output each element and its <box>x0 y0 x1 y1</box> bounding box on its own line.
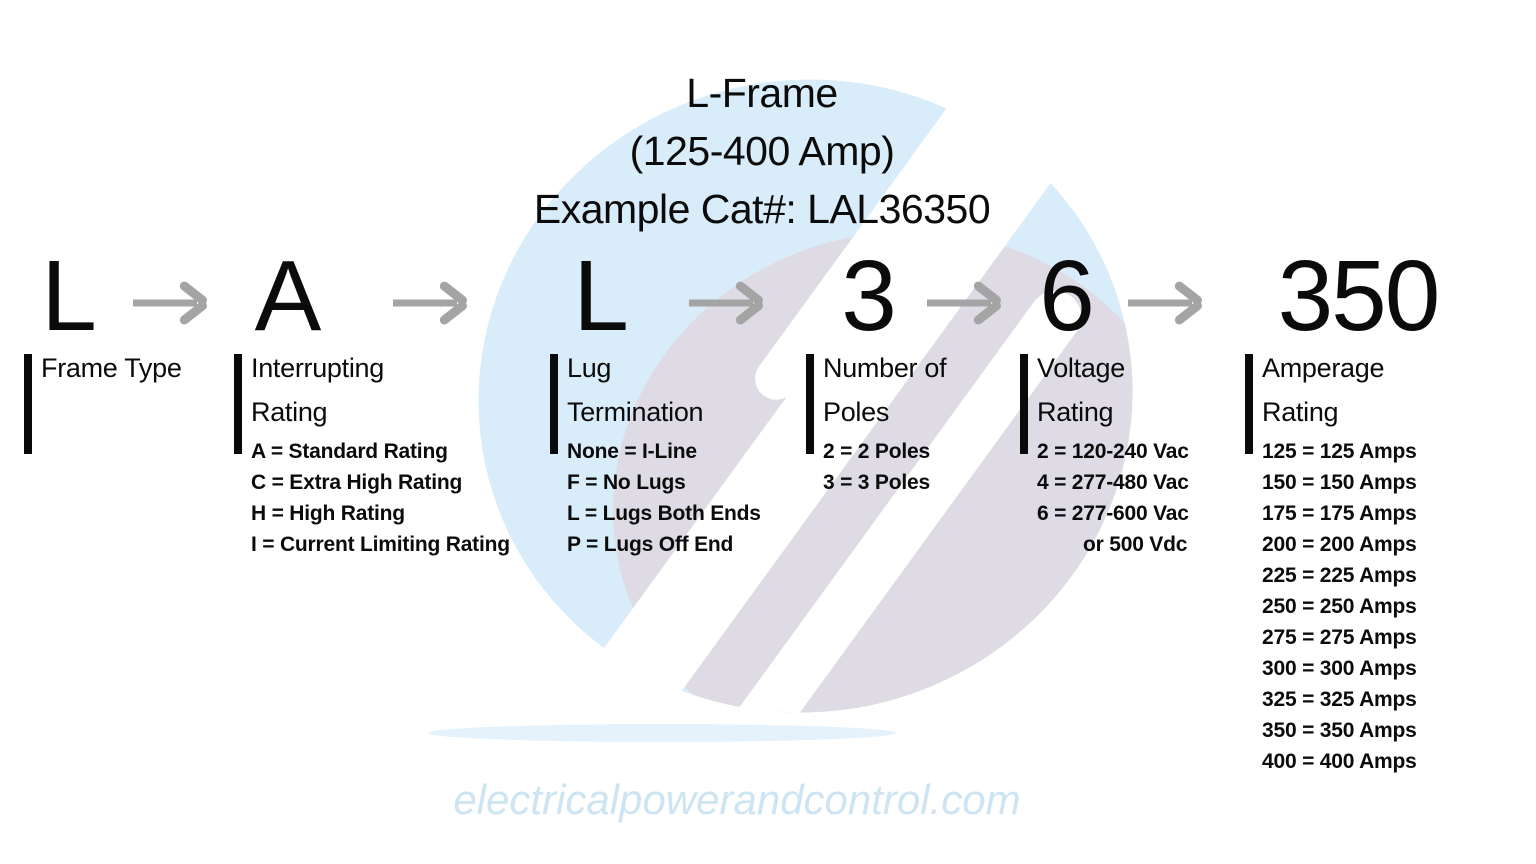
legend-item: H = High Rating <box>251 502 405 525</box>
code-letter-frame-type: L <box>41 240 97 352</box>
section-divider-bar <box>24 354 32 454</box>
legend-item: 125 = 125 Amps <box>1262 440 1417 463</box>
title-example-cat: Example Cat#: LAL36350 <box>533 186 991 232</box>
section-number-of-poles: Number of Poles 2 = 2 Poles 3 = 3 Poles <box>806 346 947 498</box>
section-header: Voltage <box>1037 353 1125 383</box>
section-header: Rating <box>251 397 328 427</box>
legend-item: A = Standard Rating <box>251 440 448 463</box>
section-lug-termination: Lug Termination None = I-Line F = No Lug… <box>550 346 761 560</box>
section-divider-bar <box>234 354 242 454</box>
arrow-right-icon <box>689 279 765 327</box>
section-header: Number of <box>823 353 947 383</box>
legend-item: 275 = 275 Amps <box>1262 626 1417 649</box>
arrow-right-icon <box>133 279 209 327</box>
title-amp-range: (125-400 Amp) <box>629 128 895 174</box>
section-header: Frame Type <box>41 353 182 383</box>
arrow-right-icon <box>1128 279 1204 327</box>
legend-item: 150 = 150 Amps <box>1262 471 1417 494</box>
section-interrupting-rating: Interrupting Rating A = Standard Rating … <box>234 346 510 560</box>
title-frame-name: L-Frame <box>686 70 838 116</box>
legend-item: 250 = 250 Amps <box>1262 595 1417 618</box>
section-divider-bar <box>806 354 814 454</box>
legend-item: 200 = 200 Amps <box>1262 533 1417 556</box>
code-letter-interrupting-rating: A <box>254 240 322 352</box>
legend-item: 225 = 225 Amps <box>1262 564 1417 587</box>
code-digit-voltage: 6 <box>1039 240 1095 352</box>
section-voltage-rating: Voltage Rating 2 = 120-240 Vac 4 = 277-4… <box>1020 346 1189 560</box>
legend-item: None = I-Line <box>567 440 697 463</box>
legend-item: C = Extra High Rating <box>251 471 463 494</box>
legend-item: 175 = 175 Amps <box>1262 502 1417 525</box>
section-header: Lug <box>567 353 612 383</box>
code-digit-poles: 3 <box>841 240 897 352</box>
section-divider-bar <box>550 354 558 454</box>
legend-item: 2 = 2 Poles <box>823 440 930 463</box>
legend-item: F = No Lugs <box>567 471 686 494</box>
section-header: Amperage <box>1262 353 1385 383</box>
legend-item: L = Lugs Both Ends <box>567 502 761 525</box>
section-frame-type: Frame Type <box>24 346 182 454</box>
section-divider-bar <box>1245 354 1253 454</box>
section-amperage-rating: Amperage Rating 125 = 125 Amps 150 = 150… <box>1245 346 1417 777</box>
legend-item: 400 = 400 Amps <box>1262 750 1417 773</box>
section-header: Interrupting <box>251 353 384 383</box>
legend-item: 4 = 277-480 Vac <box>1037 471 1189 494</box>
legend-item: or 500 Vdc <box>1083 533 1188 556</box>
code-number-amperage: 350 <box>1277 240 1441 352</box>
code-letter-lug-termination: L <box>573 240 629 352</box>
section-header: Poles <box>823 397 890 427</box>
legend-item: 2 = 120-240 Vac <box>1037 440 1189 463</box>
legend-item: 6 = 277-600 Vac <box>1037 502 1189 525</box>
arrow-right-icon <box>393 279 469 327</box>
section-header: Termination <box>567 397 704 427</box>
legend-item: 300 = 300 Amps <box>1262 657 1417 680</box>
website-watermark: electricalpowerandcontrol.com <box>453 776 1021 823</box>
page-title: L-Frame (125-400 Amp) Example Cat#: LAL3… <box>362 64 1162 238</box>
legend-item: I = Current Limiting Rating <box>251 533 510 556</box>
section-header: Rating <box>1262 397 1339 427</box>
section-divider-bar <box>1020 354 1028 454</box>
arrow-right-icon <box>927 279 1003 327</box>
logo-shadow-ellipse <box>428 724 896 742</box>
legend-item: 3 = 3 Poles <box>823 471 930 494</box>
legend-item: 325 = 325 Amps <box>1262 688 1417 711</box>
legend-item: 350 = 350 Amps <box>1262 719 1417 742</box>
legend-item: P = Lugs Off End <box>567 533 734 556</box>
section-header: Rating <box>1037 397 1114 427</box>
